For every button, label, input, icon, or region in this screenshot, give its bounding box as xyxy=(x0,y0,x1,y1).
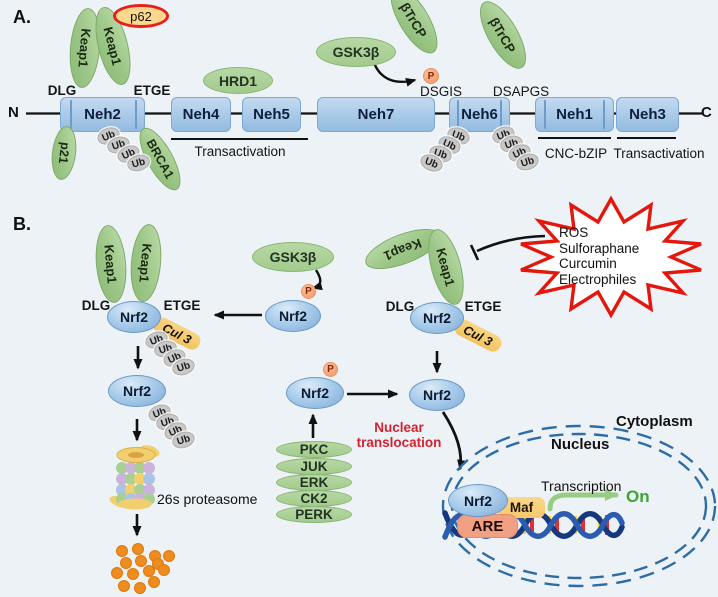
gsk3b-phosphorylation-arrow-b xyxy=(311,269,323,291)
dsapgs-site-tick xyxy=(500,100,502,129)
panel-a-label: A. xyxy=(13,7,31,27)
dsapgs-motif-label: DSAPGS xyxy=(492,84,550,99)
stressor-curcumin: Curcumin xyxy=(559,256,617,271)
transactivation-region-label: Transactivation xyxy=(194,144,286,159)
degraded-peptide-dots xyxy=(111,543,175,594)
domain-neh6: Neh6 xyxy=(449,97,510,132)
panel-b-label: B. xyxy=(13,214,31,234)
phosphate-badge: P xyxy=(301,284,316,299)
are-element: ARE xyxy=(457,514,518,538)
transactivation-region-label: Transactivation xyxy=(613,146,705,161)
dlg-site-tick xyxy=(70,100,72,129)
maf-protein: Maf xyxy=(498,497,545,518)
nuclear-membrane-outer xyxy=(441,424,717,588)
transcription-label: Transcription xyxy=(541,478,622,494)
transcription-arrow xyxy=(547,489,619,512)
nrf2-protein: Nrf2 xyxy=(286,377,344,409)
nuclear-entry-arrow xyxy=(441,411,466,471)
dlg-motif-label: DLG xyxy=(47,83,77,98)
kinase-perk: PERK xyxy=(276,506,352,523)
stressor-list: ROS Sulforaphane Curcumin Electrophiles xyxy=(559,225,659,287)
domain-neh4: Neh4 xyxy=(171,97,231,132)
domain-neh5: Neh5 xyxy=(242,97,301,132)
kinase-juk: JUK xyxy=(276,458,352,475)
kinase-ck2: CK2 xyxy=(276,490,352,507)
nrf2-protein: Nrf2 xyxy=(108,375,166,407)
domain-neh2: Neh2 xyxy=(60,97,145,132)
cytoplasm-label: Cytoplasm xyxy=(616,413,693,430)
dsgis-motif-label: DSGIS xyxy=(419,84,462,99)
etge-motif-label: ETGE xyxy=(464,299,502,314)
nrf2-protein: Nrf2 xyxy=(448,484,508,517)
phosphate-badge: P xyxy=(423,68,439,84)
nrf2-protein: Nrf2 xyxy=(107,301,161,333)
dlg-motif-label: DLG xyxy=(81,298,111,313)
etge-site-tick xyxy=(135,100,137,129)
phosphate-badge: P xyxy=(323,362,338,377)
nrf2-protein: Nrf2 xyxy=(410,302,464,334)
transcription-on-label: On xyxy=(626,487,650,506)
dlg-motif-label: DLG xyxy=(385,299,415,314)
stressor-inhibition-line xyxy=(476,234,546,253)
domain-neh1: Neh1 xyxy=(535,97,614,132)
cnc-bzip-region-label: CNC-bZIP xyxy=(544,146,608,161)
etge-motif-label: ETGE xyxy=(133,83,171,98)
p62-protein: p62 xyxy=(113,4,169,28)
gsk3b-protein: GSK3β xyxy=(316,37,396,67)
dsgis-site-tick xyxy=(457,100,459,129)
nucleus-label: Nucleus xyxy=(551,436,610,453)
inhibition-t-bar xyxy=(469,244,480,261)
kinase-erk: ERK xyxy=(276,474,352,491)
etge-motif-label: ETGE xyxy=(163,298,201,313)
hrd1-protein: HRD1 xyxy=(203,67,273,94)
n-terminus-label: N xyxy=(8,104,19,121)
stressor-electrophiles: Electrophiles xyxy=(559,271,637,287)
proteasome-label: 26s proteasome xyxy=(157,491,258,507)
nuclear-translocation-label: Nuclear translocation xyxy=(356,420,442,450)
nrf2-protein: Nrf2 xyxy=(265,300,321,332)
gsk3b-protein: GSK3β xyxy=(252,242,334,272)
stressor-sulforaphane: Sulforaphane xyxy=(559,240,640,256)
proteasome-icon xyxy=(109,445,160,510)
kinase-pkc: PKC xyxy=(276,441,352,458)
domain-neh3: Neh3 xyxy=(616,97,679,132)
stressor-ros: ROS xyxy=(559,225,589,240)
nrf2-protein: Nrf2 xyxy=(409,379,465,411)
stressor-starburst xyxy=(520,195,702,319)
domain-neh7: Neh7 xyxy=(317,97,435,132)
c-terminus-label: C xyxy=(701,104,712,121)
gsk3b-phosphorylation-arrow-a xyxy=(372,62,417,87)
